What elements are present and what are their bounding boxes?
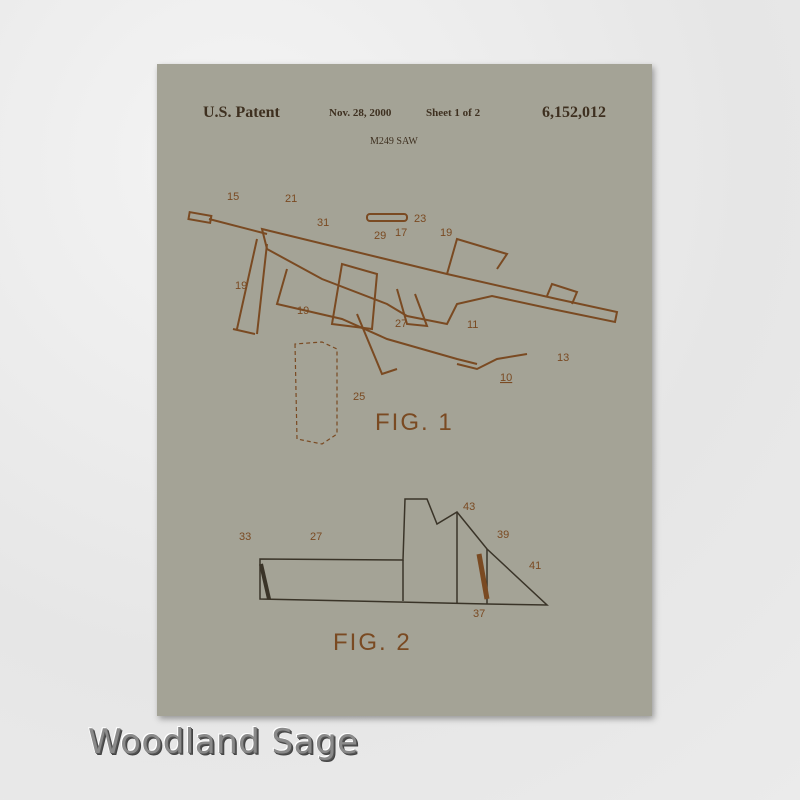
- ref-41: 41: [529, 560, 541, 572]
- ref-19-mid: 19: [297, 305, 309, 317]
- ref-19-top: 19: [440, 227, 452, 239]
- fig1-machine-gun-drawing: [187, 210, 619, 445]
- color-variant-caption: Woodland Sage: [88, 722, 359, 762]
- patent-print: U.S. Patent Nov. 28, 2000 Sheet 1 of 2 6…: [157, 64, 652, 716]
- fig2-bracket-drawing: [259, 498, 549, 606]
- ref-33: 33: [239, 531, 251, 543]
- ref-15: 15: [227, 191, 239, 203]
- patent-title: M249 SAW: [370, 136, 418, 147]
- ref-23: 23: [414, 213, 426, 225]
- ref-31: 31: [317, 217, 329, 229]
- ref-37: 37: [473, 608, 485, 620]
- ref-27: 27: [395, 318, 407, 330]
- patent-date: Nov. 28, 2000: [329, 107, 392, 119]
- ref-13: 13: [557, 352, 569, 364]
- ref-27-fig2: 27: [310, 531, 322, 543]
- fig2-label: FIG. 2: [333, 629, 412, 656]
- patent-label: U.S. Patent: [203, 104, 280, 121]
- fig1-label: FIG. 1: [375, 409, 454, 436]
- ref-19-left: 19: [235, 280, 247, 292]
- ref-25: 25: [353, 391, 365, 403]
- patent-drawing: 15 21 31 29 23 17 19 19 19 27 11 13 10 2…: [187, 191, 619, 656]
- ref-21: 21: [285, 193, 297, 205]
- ref-29: 29: [374, 230, 386, 242]
- ref-43: 43: [463, 501, 475, 513]
- ref-17: 17: [395, 227, 407, 239]
- ref-10: 10: [500, 372, 512, 384]
- patent-sheet: Sheet 1 of 2: [426, 107, 481, 119]
- patent-number: 6,152,012: [542, 104, 606, 121]
- fig2-reference-numerals: 33 27 43 39 41 37: [239, 501, 541, 620]
- fig1-reference-numerals: 15 21 31 29 23 17 19 19 19 27 11 13 10 2…: [227, 191, 569, 403]
- ref-39: 39: [497, 529, 509, 541]
- ref-11: 11: [467, 319, 478, 331]
